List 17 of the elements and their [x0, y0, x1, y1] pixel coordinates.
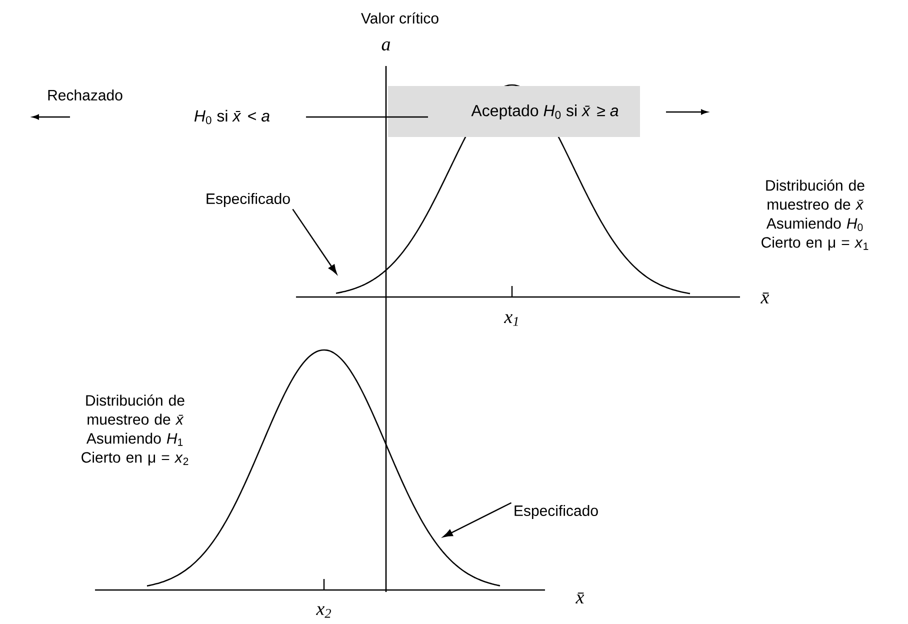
callout-text: Especificado: [514, 505, 598, 519]
leader-arrow: [443, 502, 512, 538]
region-label: Rechazado: [48, 90, 122, 100]
axis-label: x̄: [576, 592, 584, 604]
distribution-label: Distribución de muestreo de x̄ Asumiendo H$_{0}$ Cierto en μ = x$_{1}$: [762, 180, 868, 250]
axis-label: x$_{2}$: [316, 606, 331, 618]
leader-arrow: [292, 208, 337, 274]
curve-tail: [440, 548, 500, 586]
condition-label: Aceptado H$_{0}$ si x̄ ≥ a: [471, 104, 618, 120]
curve-tail: [336, 272, 384, 294]
heading-text: Valor crítico: [361, 12, 438, 24]
distribution-label: Distribución de muestreo de x̄ Asumiendo H$_{1}$ Cierto en μ = x$_{2}$: [82, 394, 188, 466]
condition-label: H$_{0}$ si x̄ < a: [194, 110, 270, 124]
callout-text: Especificado: [206, 193, 290, 207]
axis-label: x̄: [760, 292, 770, 304]
axis-label: x$_{1}$: [504, 314, 518, 326]
symbol-label: a: [382, 41, 390, 51]
